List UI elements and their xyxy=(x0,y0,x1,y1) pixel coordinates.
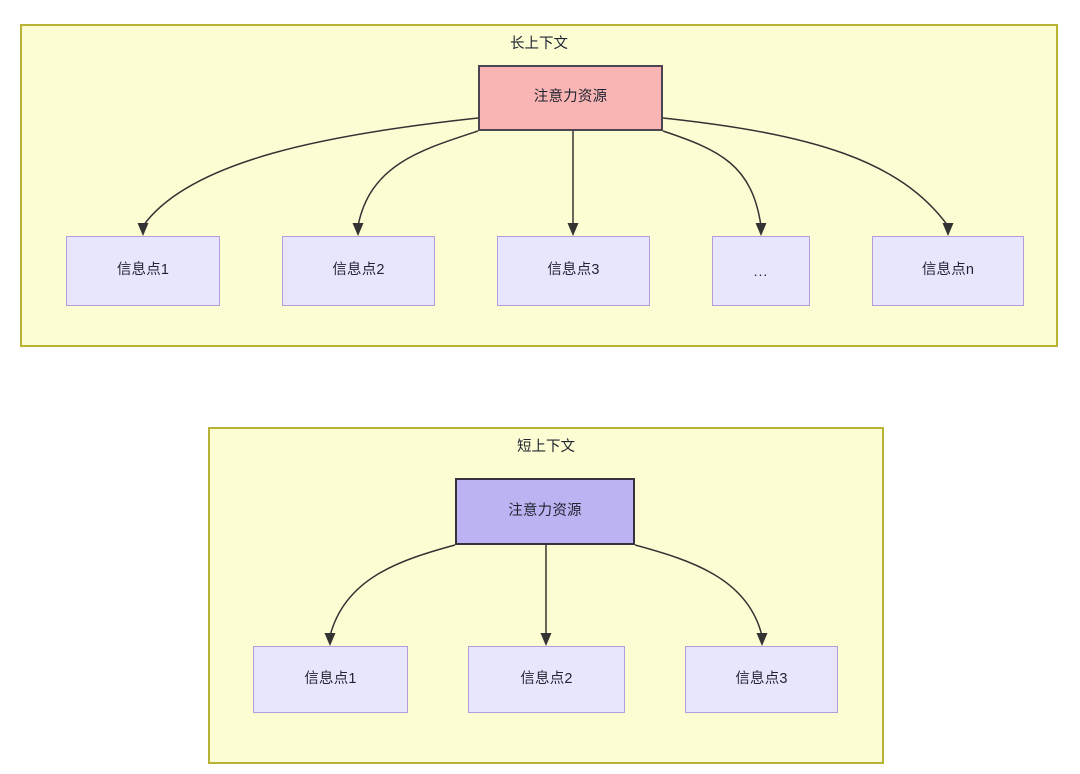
node-label: 信息点1 xyxy=(304,670,357,687)
panel-long-context-title: 长上下文 xyxy=(510,36,568,52)
node-label: 注意力资源 xyxy=(508,502,582,519)
node-label: 注意力资源 xyxy=(533,89,608,106)
node-info-point-3-short[interactable]: 信息点3 xyxy=(685,646,838,713)
node-attention-resource-short[interactable]: 注意力资源 xyxy=(455,478,635,545)
node-info-point-ellipsis-long[interactable]: ... xyxy=(712,236,810,306)
node-label: 信息点2 xyxy=(520,670,573,687)
node-label: ... xyxy=(753,262,769,279)
node-attention-resource-long[interactable]: 注意力资源 xyxy=(478,65,663,131)
node-label: 信息点n xyxy=(921,262,975,279)
node-info-point-2-long[interactable]: 信息点2 xyxy=(282,236,435,306)
node-label: 信息点3 xyxy=(735,670,788,687)
node-info-point-1-short[interactable]: 信息点1 xyxy=(253,646,408,713)
node-info-point-2-short[interactable]: 信息点2 xyxy=(468,646,625,713)
node-label: 信息点2 xyxy=(332,262,385,279)
node-info-point-n-long[interactable]: 信息点n xyxy=(872,236,1024,306)
node-info-point-3-long[interactable]: 信息点3 xyxy=(497,236,650,306)
node-label: 信息点1 xyxy=(116,262,170,279)
node-label: 信息点3 xyxy=(547,262,600,279)
panel-short-context-title: 短上下文 xyxy=(517,439,575,455)
node-info-point-1-long[interactable]: 信息点1 xyxy=(66,236,220,306)
